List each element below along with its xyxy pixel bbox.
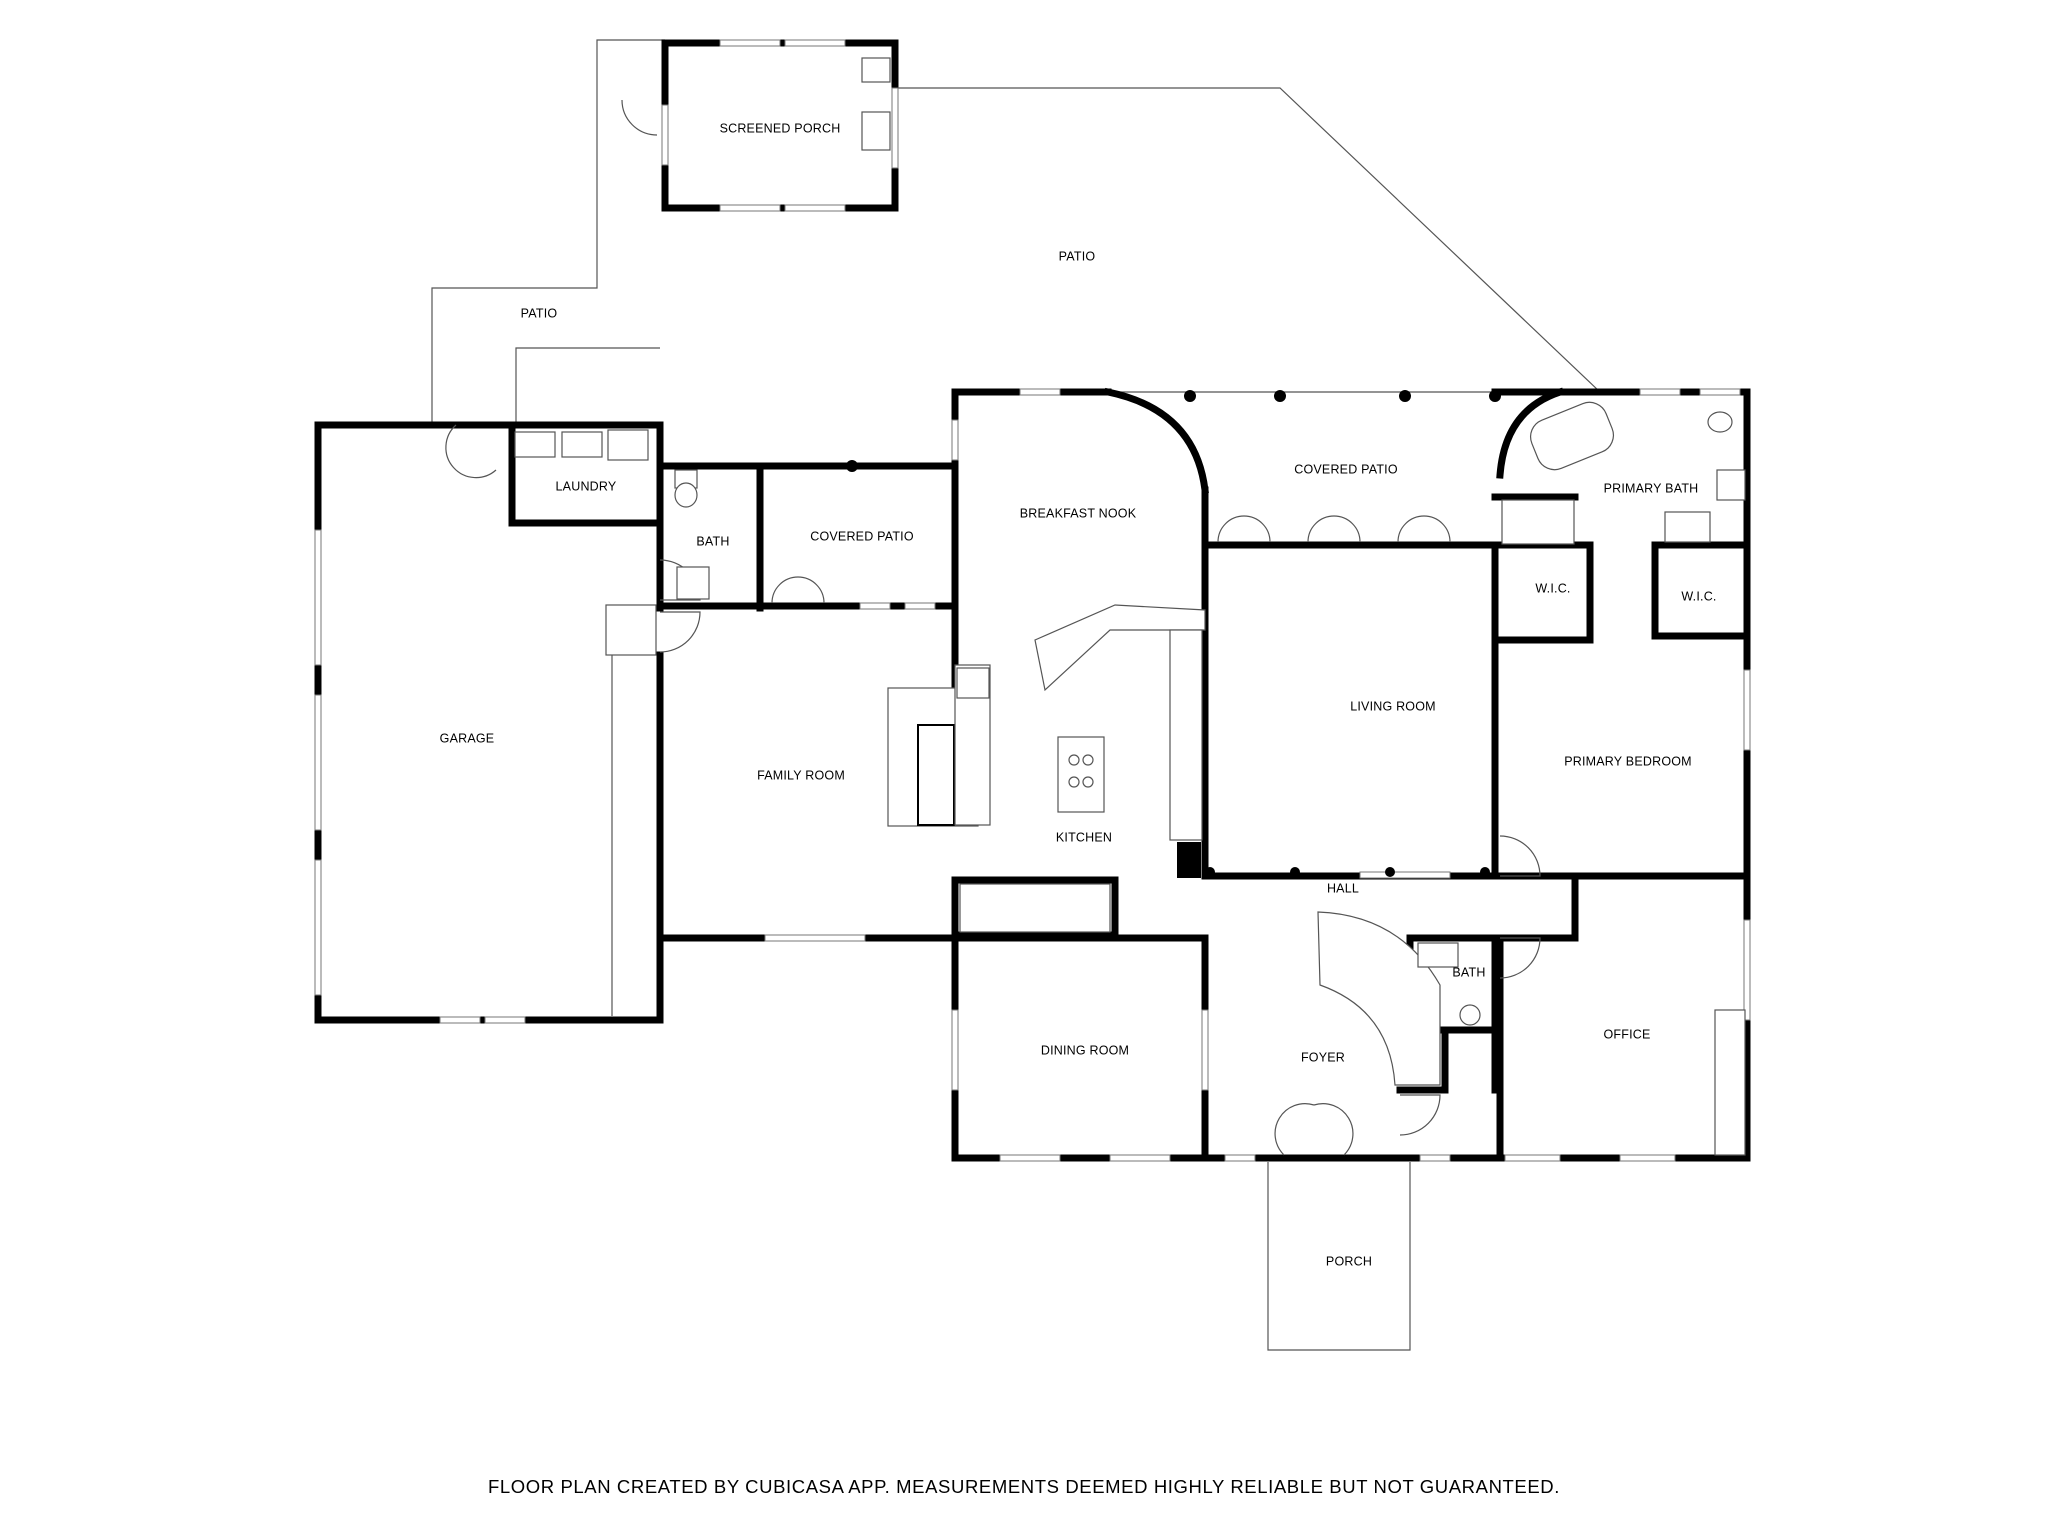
room-label-office: OFFICE <box>1603 1027 1650 1041</box>
room-label-kitchen: KITCHEN <box>1056 830 1112 844</box>
disclaimer-footer: FLOOR PLAN CREATED BY CUBICASA APP. MEAS… <box>487 1476 1561 1497</box>
room-label-wic-right: W.I.C. <box>1681 589 1716 603</box>
room-label-laundry: LAUNDRY <box>556 479 617 493</box>
room-labels: SCREENED PORCH PATIO PATIO LAUNDRY BATH … <box>440 121 1717 1268</box>
room-label-screened-porch: SCREENED PORCH <box>720 121 841 135</box>
outdoor-outlines <box>431 39 1601 1351</box>
room-label-porch: PORCH <box>1326 1254 1372 1268</box>
room-label-wic-left: W.I.C. <box>1535 581 1570 595</box>
room-label-hall: HALL <box>1327 881 1359 895</box>
fixtures <box>514 57 1746 1156</box>
columns <box>846 390 1501 878</box>
room-label-primary-bedroom: PRIMARY BEDROOM <box>1564 754 1692 768</box>
room-label-bath-center: BATH <box>1452 965 1485 979</box>
windows <box>314 39 1751 1162</box>
walls <box>314 39 1751 1162</box>
room-label-patio-left: PATIO <box>521 306 558 320</box>
stairs-kitchen <box>959 883 1111 933</box>
room-label-breakfast-nook: BREAKFAST NOOK <box>1020 506 1137 520</box>
room-label-primary-bath: PRIMARY BATH <box>1604 481 1699 495</box>
room-label-family-room: FAMILY ROOM <box>757 768 845 782</box>
room-label-dining-room: DINING ROOM <box>1041 1043 1129 1057</box>
room-label-garage: GARAGE <box>440 731 495 745</box>
room-label-patio-main: PATIO <box>1059 249 1096 263</box>
room-label-covered-patio-left: COVERED PATIO <box>810 529 914 543</box>
patio-doors <box>445 99 1541 1156</box>
room-label-living-room: LIVING ROOM <box>1350 699 1436 713</box>
room-label-covered-patio-right: COVERED PATIO <box>1294 462 1398 476</box>
room-label-foyer: FOYER <box>1301 1050 1345 1064</box>
room-label-bath-left: BATH <box>696 534 729 548</box>
